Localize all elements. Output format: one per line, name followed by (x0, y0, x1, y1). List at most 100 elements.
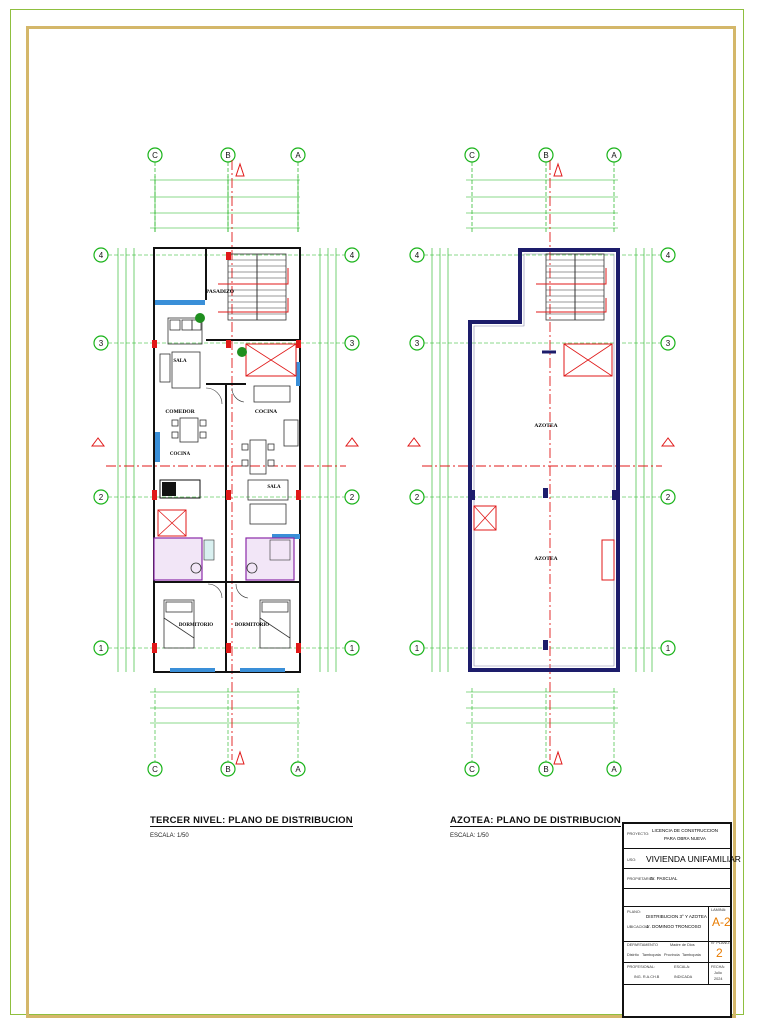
axis-bubble-c-bottom (147, 761, 163, 777)
uso-value: VIVIENDA UNIFAMILIAR (646, 854, 741, 864)
proyecto-line-2: PARA OBRA NUEVA (664, 836, 706, 841)
provincia-value: Tambopata (682, 953, 701, 957)
azotea-duct-right (601, 539, 615, 581)
axis-label-a: A (295, 151, 301, 160)
azotea-dimension-lines (431, 179, 653, 762)
azotea-axis-label-4: 4 (415, 251, 420, 260)
lamina-value: A-2 (712, 915, 731, 929)
azotea-axis-label-b: B (543, 151, 548, 160)
stove-icon (162, 482, 176, 496)
azotea-duct-small (473, 505, 497, 531)
axis-bubble-a-bottom (290, 761, 306, 777)
plan-scale-azotea: ESCALA: 1/50 (450, 833, 489, 839)
label-profesional: PROFESIONAL: (627, 965, 656, 969)
room-label-cocina-1: COCINA (170, 452, 191, 457)
azotea-axis-label-b-bottom: B (543, 765, 548, 774)
label-nplano: N° PLANO: (711, 941, 731, 945)
title-block-uso: USO: VIVIENDA UNIFAMILIAR (624, 848, 741, 869)
doors-left (205, 387, 249, 599)
plan-scale-tercer-nivel: ESCALA: 1/50 (150, 833, 189, 839)
proyecto-line-1: LICENCIA DE CONSTRUCCION (652, 828, 719, 833)
room-label-sala: SALA (173, 359, 187, 364)
furniture-beds (163, 599, 291, 649)
title-block-spacer (624, 888, 730, 906)
plan-title-azotea: AZOTEA: PLANO DE DISTRIBUCION (450, 815, 621, 827)
room-label-pasadizo: PASADIZO (206, 289, 235, 295)
label-proyecto: PROYECTO: (627, 832, 650, 836)
label-ubicacion: UBICACION: (627, 925, 650, 929)
azotea-axis-label-1-right: 1 (666, 644, 671, 653)
room-label-comedor: COMEDOR (165, 409, 195, 415)
axis-label-1-right: 1 (350, 644, 355, 653)
label-distrito: Distrito (627, 953, 639, 957)
fecha-line-2: 2024 (714, 977, 723, 981)
axis-label-2: 2 (99, 493, 104, 502)
walls-tercer-nivel (153, 247, 301, 673)
axis-column-bubbles-top (147, 147, 306, 232)
sheet-inner-border (26, 26, 736, 1018)
label-escala: ESCALA: (674, 965, 691, 969)
propietario-value: Sr. PASCUAL (650, 876, 678, 881)
room-label-sala-2: SALA (267, 485, 281, 490)
axis-row-bubbles (93, 247, 360, 656)
axis-label-3: 3 (99, 339, 104, 348)
room-label-azotea-2: AZOTEA (534, 556, 557, 562)
plan-azotea: C B A C B A (407, 147, 676, 777)
axis-label-c-bottom: C (152, 765, 158, 774)
label-uso: USO: (627, 858, 637, 862)
label-lamina: LAMINA: (711, 908, 727, 912)
title-block-location: DEPARTAMENTO Madre de Dios Distrito Tamb… (624, 940, 730, 963)
room-label-dormitorio-2: DORMITORIO (235, 623, 269, 628)
kitchen-counter (159, 479, 201, 499)
axis-label-1: 1 (99, 644, 104, 653)
axis-column-bubbles-top-azotea (464, 147, 622, 232)
axis-label-c: C (152, 151, 158, 160)
label-departamento: DEPARTAMENTO (627, 943, 658, 947)
nplano-value: 2 (716, 946, 723, 960)
axis-bubble-b-bottom (220, 761, 236, 777)
axis-label-2-right: 2 (350, 493, 355, 502)
azotea-axis-bubble-a-bottom (606, 761, 622, 777)
title-block-divider (708, 906, 709, 984)
furniture-sala-sofa (159, 317, 289, 525)
azotea-axis-label-a-bottom: A (611, 765, 617, 774)
azotea-axis-bubble-b-bottom (538, 761, 554, 777)
label-plano: PLANO: (627, 910, 641, 914)
axis-label-4: 4 (99, 251, 104, 260)
axis-label-b: B (225, 151, 230, 160)
stairs-azotea (536, 253, 607, 321)
plan-tercer-nivel: C B A C B A (91, 147, 360, 777)
bathrooms-left (153, 537, 295, 581)
azotea-axis-label-1: 1 (415, 644, 420, 653)
azotea-axis-label-a: A (611, 151, 617, 160)
label-propietario: PROPIETARIO: (627, 877, 654, 881)
dimension-lines-sides (117, 248, 337, 672)
axis-label-a-bottom: A (295, 765, 301, 774)
axis-label-4-right: 4 (350, 251, 355, 260)
plan-title-tercer-nivel: TERCER NIVEL: PLANO DE DISTRIBUCION (150, 815, 353, 827)
azotea-axis-label-c: C (469, 151, 475, 160)
azotea-axis-bubble-c-bottom (464, 761, 480, 777)
azotea-axis-label-2: 2 (415, 493, 420, 502)
duct-shaft-left (157, 509, 187, 537)
profesional-value: ING. R.A.CH.B (634, 975, 660, 979)
room-label-cocina-2: COCINA (255, 409, 277, 415)
dimension-lines-bottom (150, 688, 300, 762)
room-label-azotea-1: AZOTEA (534, 423, 557, 429)
azotea-columns (470, 488, 617, 650)
azotea-axis-label-3-right: 3 (666, 339, 671, 348)
title-block-proyecto: PROYECTO: LICENCIA DE CONSTRUCCION PARA … (624, 824, 730, 849)
stairs-left (218, 253, 289, 321)
azotea-axis-label-2-right: 2 (666, 493, 671, 502)
azotea-parapet (468, 248, 620, 672)
duct-shaft-main (245, 343, 297, 377)
azotea-axis-label-c-bottom: C (469, 765, 475, 774)
axis-label-3-right: 3 (350, 339, 355, 348)
dimension-lines-top (150, 176, 300, 232)
azotea-duct-shaft (563, 343, 613, 377)
plant-icon (237, 347, 247, 357)
fecha-line-1: Julio (714, 971, 722, 975)
title-block: PROYECTO: LICENCIA DE CONSTRUCCION PARA … (622, 822, 741, 1018)
axis-label-b-bottom: B (225, 765, 230, 774)
plant-icon (195, 313, 205, 323)
